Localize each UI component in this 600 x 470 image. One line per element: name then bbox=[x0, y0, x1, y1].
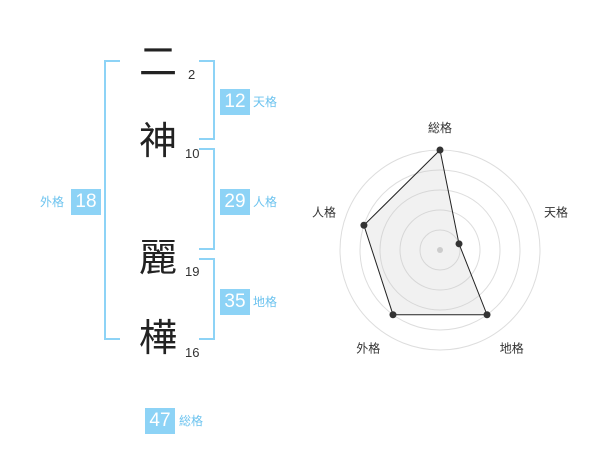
radar-axis-label-5: 人格 bbox=[312, 204, 336, 219]
stroke-count-3: 19 bbox=[185, 264, 200, 279]
chikaku-label: 地格 bbox=[253, 295, 278, 309]
radar-axis-label-1: 総格 bbox=[428, 120, 452, 135]
gaikaku-bracket bbox=[104, 60, 120, 340]
tenkaku-label: 天格 bbox=[253, 95, 278, 109]
radar-ring-2 bbox=[399, 209, 481, 291]
radar-point-3 bbox=[483, 311, 491, 319]
jinkaku-label: 人格 bbox=[253, 195, 278, 209]
stroke-count-1: 2 bbox=[188, 67, 196, 82]
name-char-2: 神 bbox=[138, 119, 177, 163]
stroke-count-2: 10 bbox=[185, 146, 200, 161]
radar-ring-1 bbox=[419, 229, 461, 271]
soukaku-value: 47 bbox=[145, 408, 175, 434]
gaikaku-value: 18 bbox=[71, 189, 101, 215]
radar-axis-label-2: 天格 bbox=[544, 204, 568, 219]
radar-point-4 bbox=[389, 311, 397, 319]
name-char-4: 樺 bbox=[138, 316, 177, 360]
radar-polygon bbox=[363, 148, 488, 316]
radar-ring-4 bbox=[359, 169, 521, 331]
radar-axis-label-3: 地格 bbox=[500, 341, 524, 356]
jinkaku-value: 29 bbox=[220, 189, 250, 215]
radar-point-5 bbox=[360, 221, 368, 229]
chikaku-value: 35 bbox=[220, 289, 250, 315]
radar-axis-label-4: 外格 bbox=[356, 341, 380, 356]
tenkaku-bracket bbox=[199, 60, 215, 140]
soukaku-label: 総格 bbox=[179, 414, 204, 428]
tenkaku-value: 12 bbox=[220, 89, 250, 115]
radar-point-2 bbox=[455, 240, 463, 248]
stroke-count-4: 16 bbox=[185, 345, 200, 360]
gaikaku-label: 外格 bbox=[40, 195, 65, 209]
radar-ring-3 bbox=[379, 189, 501, 311]
chikaku-bracket bbox=[199, 258, 215, 340]
radar-point-1 bbox=[436, 146, 444, 154]
name-char-3: 麗 bbox=[138, 236, 177, 280]
jinkaku-bracket bbox=[199, 148, 215, 250]
radar-center-dot bbox=[437, 247, 443, 253]
name-char-1: 二 bbox=[138, 40, 177, 84]
